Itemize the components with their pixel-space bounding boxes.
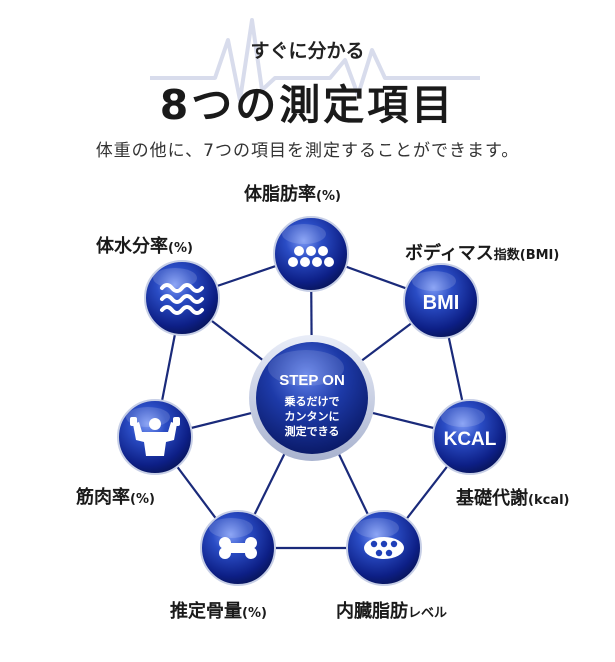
label-suffix: レベル	[408, 606, 448, 621]
label-body-fat: 体脂肪率(%)	[244, 180, 341, 206]
label-suffix: (%)	[168, 241, 193, 256]
bone-icon	[219, 537, 257, 559]
node-muscle	[117, 399, 193, 475]
subtitle: すぐに分かる	[250, 40, 365, 62]
label-text: 体脂肪率	[244, 184, 316, 205]
bmi-badge-icon: BMI	[423, 292, 460, 314]
node-visceral-fat	[346, 510, 422, 586]
label-muscle: 筋肉率(%)	[76, 483, 155, 509]
label-suffix: 指数(BMI)	[493, 248, 560, 263]
node-kcal: KCAL	[432, 399, 508, 475]
page-title: 8つの測定項目	[159, 81, 456, 129]
label-text: 体水分率	[96, 236, 168, 257]
description: 体重の他に、7つの項目を測定することができます。	[95, 141, 520, 161]
label-suffix: (%)	[130, 492, 155, 507]
center-line-3: 測定できる	[285, 424, 340, 438]
heartbeat-wave-icon	[150, 18, 480, 102]
center-line-1: 乗るだけで	[285, 394, 340, 408]
node-bone	[200, 510, 276, 586]
kcal-badge-icon: KCAL	[444, 429, 497, 450]
node-bmi: BMI	[403, 263, 479, 339]
label-visceral-fat: 内臓脂肪レベル	[336, 597, 447, 623]
node-body-fat	[273, 216, 349, 292]
label-suffix: (%)	[242, 606, 267, 621]
dots-oval-icon	[364, 537, 404, 559]
label-text: 基礎代謝	[456, 488, 528, 509]
label-text: 推定骨量	[170, 601, 242, 622]
label-kcal: 基礎代謝(kcal)	[456, 484, 569, 510]
center-heading: STEP ON	[279, 372, 345, 389]
center-node: STEP ON 乗るだけで カンタンに 測定できる	[249, 335, 375, 461]
label-water: 体水分率(%)	[96, 232, 193, 258]
label-text: 内臓脂肪	[336, 601, 408, 622]
water-waves-icon	[160, 283, 204, 315]
label-text: 筋肉率	[76, 487, 130, 508]
label-suffix: (kcal)	[528, 493, 570, 508]
label-suffix: (%)	[316, 189, 341, 204]
label-bmi: ボディマス指数(BMI)	[405, 239, 559, 265]
center-line-2: カンタンに	[285, 410, 340, 423]
muscle-icon	[130, 417, 180, 456]
dots-icon	[288, 246, 334, 267]
label-bone: 推定骨量(%)	[170, 597, 267, 623]
node-water	[144, 260, 220, 336]
label-text: ボディマス	[405, 243, 494, 264]
